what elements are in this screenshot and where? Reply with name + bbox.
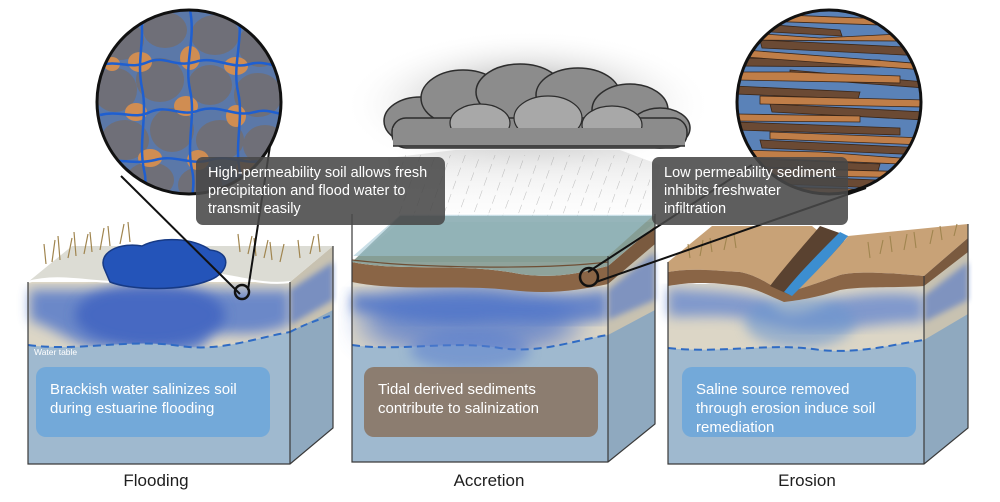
- low-permeability-text: Low permeability sediment inhibits fresh…: [664, 165, 836, 217]
- accretion-description: Tidal derived sediments contribute to sa…: [378, 381, 539, 417]
- accretion-caption: Accretion: [453, 471, 525, 490]
- high-permeability-callout: High-permeability soil allows fresh prec…: [196, 157, 445, 225]
- low-permeability-callout: Low permeability sediment inhibits fresh…: [652, 157, 848, 225]
- storm-cloud: [343, 30, 713, 235]
- erosion-description-box: Saline source removed through erosion in…: [682, 367, 916, 437]
- erosion-description: Saline source removed through erosion in…: [696, 381, 876, 436]
- water-table-label: Water table: [34, 347, 78, 357]
- flooding-caption: Flooding: [123, 471, 189, 490]
- erosion-caption: Erosion: [778, 471, 836, 490]
- flooding-description: Brackish water salinizes soil during est…: [50, 381, 237, 417]
- high-permeability-text: High-permeability soil allows fresh prec…: [208, 165, 428, 217]
- accretion-description-box: Tidal derived sediments contribute to sa…: [364, 367, 598, 437]
- high-permeability-magnifier: [95, 8, 283, 301]
- flooding-description-box: Brackish water salinizes soil during est…: [36, 367, 270, 437]
